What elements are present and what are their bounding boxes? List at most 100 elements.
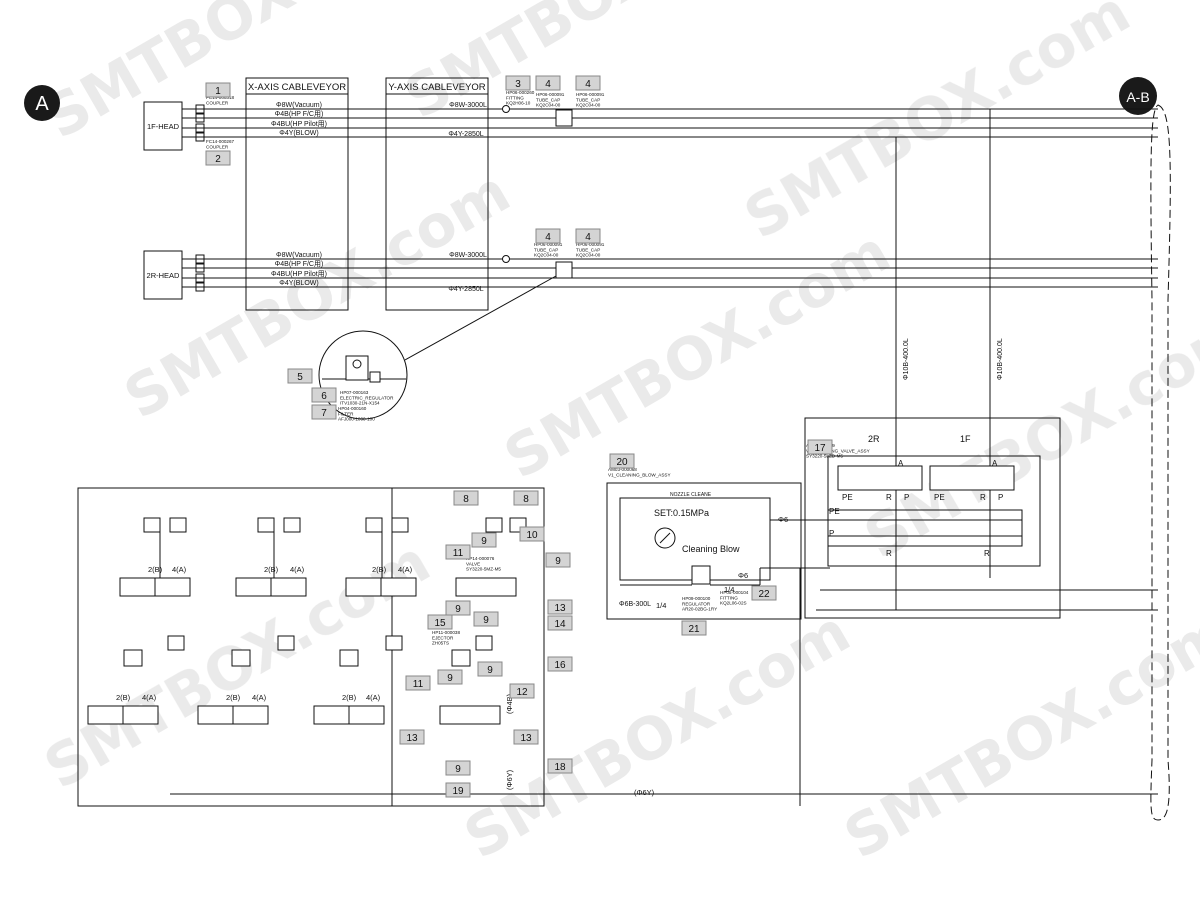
tag-t3: 3 bbox=[505, 75, 531, 91]
tube-labels-top: Φ8W(Vacuum) Φ4B(HP F/C用) Φ4BU(HP Pilot用)… bbox=[271, 102, 327, 137]
svg-text:2(B): 2(B) bbox=[116, 693, 131, 702]
svg-text:A: A bbox=[992, 459, 998, 468]
tag-t11a: 11 bbox=[445, 544, 471, 560]
cleaning-labels: SET:0.15MPa Cleaning Blow 1/4 1/4 Φ6 Φ6 … bbox=[619, 492, 788, 610]
tag-label: 14 bbox=[554, 619, 566, 630]
tag-label: 17 bbox=[814, 443, 826, 454]
tag-label: 10 bbox=[526, 530, 538, 541]
tag-t15: 15 bbox=[427, 614, 453, 630]
watermark-layer: SMTBOX.com SMTBOX.com SMTBOX.com SMTBOX.… bbox=[33, 0, 1200, 872]
svg-text:Φ4Y-2850L: Φ4Y-2850L bbox=[448, 286, 483, 293]
cleaning-blow-assy bbox=[606, 482, 830, 620]
svg-text:Φ10B-400.0L: Φ10B-400.0L bbox=[997, 338, 1004, 380]
svg-text:4(A): 4(A) bbox=[252, 693, 267, 702]
tag-t13a: 13 bbox=[399, 729, 425, 745]
tag-t19: 19 bbox=[445, 782, 471, 798]
tag-t20: 20 bbox=[609, 453, 635, 469]
tag-label: 9 bbox=[555, 556, 561, 567]
tag-label: 9 bbox=[487, 665, 493, 676]
right-dashed-loop bbox=[1150, 104, 1171, 821]
tag-label: 4 bbox=[545, 232, 551, 243]
svg-text:Y-AXIS CABLEVEYOR: Y-AXIS CABLEVEYOR bbox=[388, 82, 485, 93]
tag-t9b: 9 bbox=[545, 552, 571, 568]
valve-port-labels: 2(B)4(A) 2(B)4(A) 2(B)4(A) 2(B)4(A) 2(B)… bbox=[116, 565, 413, 702]
svg-text:2(B): 2(B) bbox=[226, 693, 241, 702]
svg-text:Φ8W(Vacuum): Φ8W(Vacuum) bbox=[276, 252, 322, 259]
svg-text:Φ6: Φ6 bbox=[778, 515, 788, 524]
marker-a: A bbox=[24, 85, 60, 121]
tag-t17: 17 bbox=[807, 439, 833, 455]
tag-t13b: 13 bbox=[513, 729, 539, 745]
svg-text:R: R bbox=[980, 493, 986, 502]
tube-labels-bottom: Φ8W(Vacuum) Φ4B(HP F/C用) Φ4BU(HP Pilot用)… bbox=[271, 252, 327, 287]
svg-text:PE: PE bbox=[842, 493, 853, 502]
svg-text:Cleaning Blow: Cleaning Blow bbox=[682, 544, 740, 554]
svg-text:Φ10B-400.0L: Φ10B-400.0L bbox=[903, 338, 910, 380]
svg-text:A: A bbox=[35, 93, 49, 115]
tag-t2: 2 bbox=[205, 150, 231, 166]
svg-text:R: R bbox=[886, 493, 892, 502]
svg-text:Φ8W-3000L: Φ8W-3000L bbox=[449, 252, 487, 259]
tag-label: 9 bbox=[481, 536, 487, 547]
tag-label: 6 bbox=[321, 391, 327, 402]
svg-text:Φ8W(Vacuum): Φ8W(Vacuum) bbox=[276, 102, 322, 109]
svg-text:Φ4BU(HP Pilot用): Φ4BU(HP Pilot用) bbox=[271, 120, 327, 128]
tag-t4b: 4 bbox=[575, 75, 601, 91]
svg-text:P: P bbox=[829, 529, 834, 538]
tag-label: 9 bbox=[455, 764, 461, 775]
tag-label: 9 bbox=[447, 673, 453, 684]
tag-label: 8 bbox=[523, 494, 529, 505]
svg-text:Φ4BU(HP Pilot用): Φ4BU(HP Pilot用) bbox=[271, 270, 327, 278]
svg-text:A-B: A-B bbox=[1126, 89, 1149, 105]
tag-t6: 6 bbox=[311, 387, 337, 403]
tag-t8a: 8 bbox=[453, 490, 479, 506]
tube-lines-bottom bbox=[182, 258, 1158, 288]
svg-text:(Φ6Y): (Φ6Y) bbox=[505, 769, 514, 790]
tag-label: 12 bbox=[516, 687, 528, 698]
svg-text:1/4: 1/4 bbox=[724, 585, 734, 594]
svg-text:Φ8W-3000L: Φ8W-3000L bbox=[449, 102, 487, 109]
tag-label: 8 bbox=[463, 494, 469, 505]
svg-text:2R-HEAD: 2R-HEAD bbox=[147, 271, 181, 280]
cleaning-valve-labels: 2R 1F A A PE PE R R P P PE P R R bbox=[829, 434, 1003, 558]
svg-text:4(A): 4(A) bbox=[290, 565, 305, 574]
tag-t12: 12 bbox=[509, 683, 535, 699]
tag-label: 11 bbox=[453, 548, 464, 559]
svg-text:4(A): 4(A) bbox=[142, 693, 157, 702]
tag-label: 4 bbox=[545, 79, 551, 90]
tag-t21: 21 bbox=[681, 620, 707, 636]
svg-text:Φ6B-300L: Φ6B-300L bbox=[619, 601, 651, 608]
tag-t1: 1 bbox=[205, 82, 231, 98]
tag-label: 3 bbox=[515, 79, 521, 90]
tag-label: 5 bbox=[297, 372, 303, 383]
svg-text:P: P bbox=[998, 493, 1003, 502]
svg-text:X-AXIS CABLEVEYOR: X-AXIS CABLEVEYOR bbox=[248, 82, 346, 93]
fittings-top bbox=[502, 105, 573, 279]
tag-label: 2 bbox=[215, 154, 221, 165]
svg-text:SMTBOX.com: SMTBOX.com bbox=[393, 0, 801, 132]
tag-label: 18 bbox=[554, 762, 566, 773]
tag-label: 11 bbox=[413, 679, 424, 690]
side-tube-labels: (Φ4B) (Φ6Y) (Φ6Y) bbox=[505, 693, 655, 797]
tag-label: 13 bbox=[406, 733, 418, 744]
svg-text:R: R bbox=[886, 549, 892, 558]
svg-text:A: A bbox=[898, 459, 904, 468]
tag-t10: 10 bbox=[519, 526, 545, 542]
tag-label: 19 bbox=[452, 786, 464, 797]
svg-text:Φ6: Φ6 bbox=[738, 571, 748, 580]
tag-t16: 16 bbox=[547, 656, 573, 672]
svg-text:R: R bbox=[984, 549, 990, 558]
svg-text:SET:0.15MPa: SET:0.15MPa bbox=[654, 508, 709, 518]
vacuum-circuit-3 bbox=[313, 517, 417, 725]
tag-t4c: 4 bbox=[535, 228, 561, 244]
svg-text:Φ4B(HP F/C用): Φ4B(HP F/C用) bbox=[275, 260, 324, 268]
tag-label: 4 bbox=[585, 79, 591, 90]
